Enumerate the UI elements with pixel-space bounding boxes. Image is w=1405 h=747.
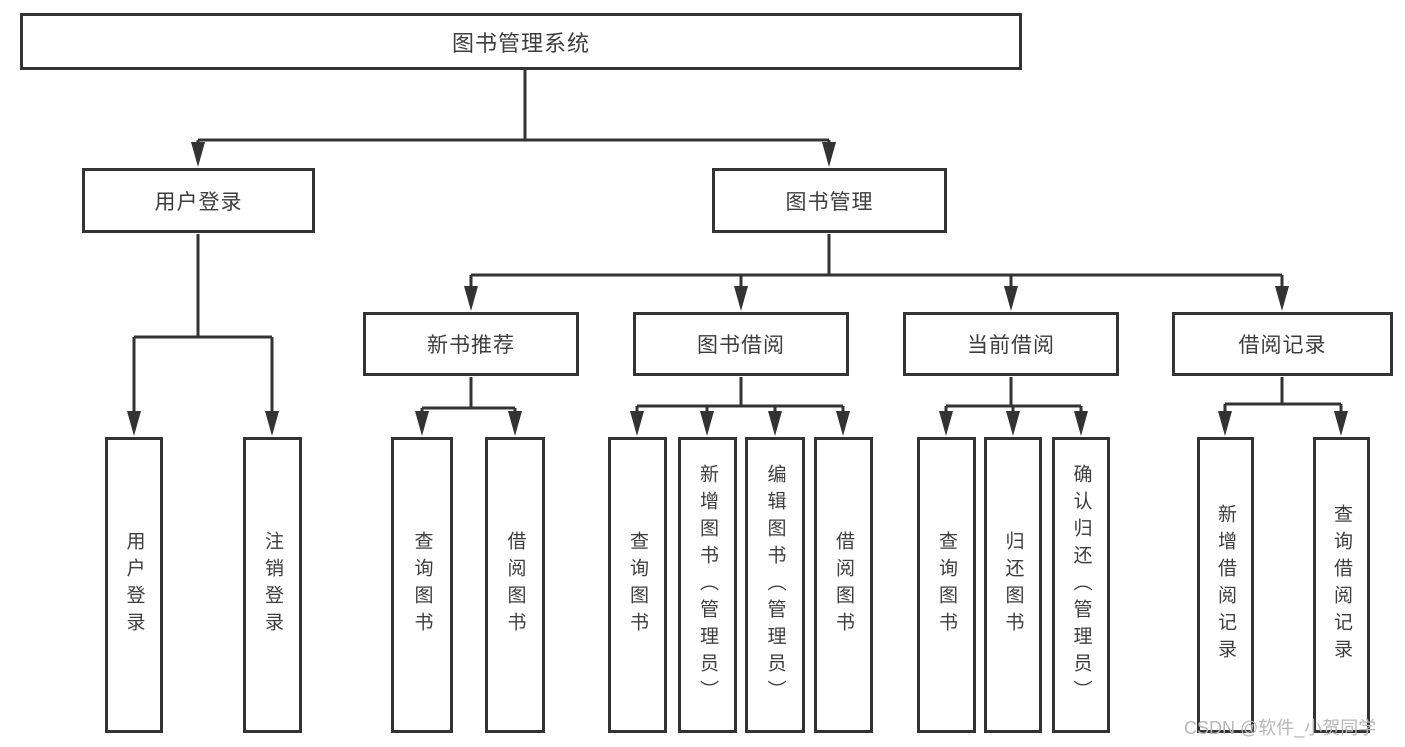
node-label: 查询图书 [627,531,648,639]
node-book-management: 图书管理 [712,168,947,233]
node-label: 用户登录 [154,190,243,214]
node-label: 借阅图书 [504,531,526,639]
leaf-br-query-record: 查询借阅记录 [1313,437,1370,733]
node-label: 图书借阅 [697,334,785,357]
leaf-bb-borrow-books: 借阅图书 [814,437,873,733]
leaf-logout: 注销登录 [243,437,302,733]
node-label: 查询图书 [936,531,957,639]
node-label: 注销登录 [262,531,283,639]
node-label: 新增图书（管理员） [697,463,718,707]
leaf-cb-query-books: 查询图书 [917,437,976,733]
node-label: 当前借阅 [967,334,1055,357]
node-label: 用户登录 [123,531,145,639]
leaf-br-add-record: 新增借阅记录 [1197,437,1254,733]
node-label: 确认归还（管理员） [1070,463,1092,707]
node-label: 查询图书 [411,531,433,639]
node-label: 新书推荐 [427,334,515,357]
leaf-bb-add-books-admin: 新增图书（管理员） [678,437,737,733]
leaf-nbr-query-books: 查询图书 [391,437,453,733]
node-label: 图书管理 [785,190,874,214]
node-root-system: 图书管理系统 [20,13,1022,70]
node-new-book-recommend: 新书推荐 [363,312,579,376]
node-user-login: 用户登录 [82,168,315,233]
node-label: 编辑图书（管理员） [764,463,786,707]
node-label: 新增借阅记录 [1215,504,1236,666]
arrowheads [127,142,1348,436]
csdn-watermark: CSDN @软件_小贺同学 [1184,718,1377,738]
leaf-cb-return-books: 归还图书 [984,437,1042,733]
leaf-cb-confirm-return-admin: 确认归还（管理员） [1052,437,1110,733]
leaf-bb-query-books: 查询图书 [608,437,667,733]
node-label: 图书管理系统 [451,30,590,56]
node-label: 借阅记录 [1238,334,1327,357]
leaf-user-login: 用户登录 [105,437,163,733]
node-borrowing-records: 借阅记录 [1172,312,1393,376]
leaf-bb-edit-books-admin: 编辑图书（管理员） [745,437,805,733]
node-current-borrowing: 当前借阅 [903,312,1119,376]
node-label: 借阅图书 [833,531,854,639]
node-book-borrowing: 图书借阅 [633,312,849,376]
node-label: 查询借阅记录 [1331,504,1352,666]
node-label: 归还图书 [1002,531,1024,639]
leaf-nbr-borrow-books: 借阅图书 [485,437,545,733]
